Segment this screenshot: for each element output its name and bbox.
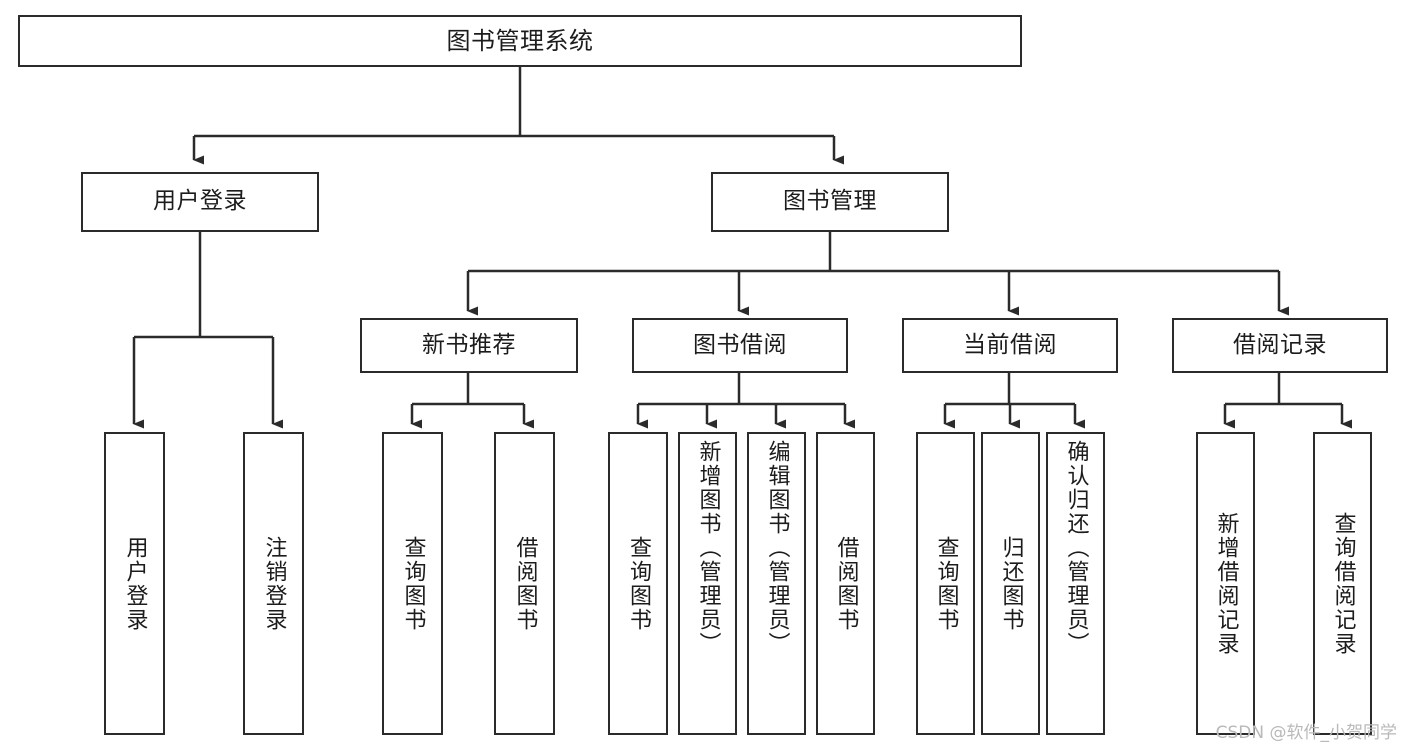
node-label: 查询图书 [626, 535, 651, 632]
node-label: 新增图书（管理员） [695, 440, 721, 656]
node-leaf-query-book-1[interactable]: 查询图书 [382, 432, 443, 735]
node-leaf-query-book-2[interactable]: 查询图书 [608, 432, 668, 735]
node-leaf-add-borrow-record[interactable]: 新增借阅记录 [1196, 432, 1255, 735]
node-leaf-user-login[interactable]: 用户登录 [104, 432, 165, 735]
node-leaf-confirm-return[interactable]: 确认归还（管理员） [1046, 432, 1105, 735]
node-label: 用户登录 [122, 535, 148, 632]
node-label: 用户登录 [153, 188, 247, 215]
node-user-login[interactable]: 用户登录 [81, 172, 319, 232]
node-label: 借阅图书 [512, 535, 538, 632]
node-borrow-record[interactable]: 借阅记录 [1172, 318, 1388, 373]
node-label: 编辑图书（管理员） [764, 440, 790, 656]
node-leaf-add-book[interactable]: 新增图书（管理员） [678, 432, 737, 735]
node-label: 图书管理系统 [446, 26, 594, 55]
node-leaf-return-book[interactable]: 归还图书 [981, 432, 1040, 735]
node-current-borrow[interactable]: 当前借阅 [902, 318, 1118, 373]
node-book-management[interactable]: 图书管理 [711, 172, 949, 232]
node-leaf-query-book-3[interactable]: 查询图书 [916, 432, 975, 735]
node-label: 图书管理 [783, 188, 877, 215]
node-new-book-recommend[interactable]: 新书推荐 [360, 318, 578, 373]
node-leaf-query-borrow-record[interactable]: 查询借阅记录 [1313, 432, 1372, 735]
node-label: 查询借阅记录 [1330, 511, 1356, 656]
node-leaf-borrow-book-2[interactable]: 借阅图书 [816, 432, 875, 735]
node-label: 归还图书 [998, 535, 1024, 632]
node-label: 借阅记录 [1233, 331, 1327, 358]
node-book-borrow[interactable]: 图书借阅 [632, 318, 848, 373]
node-label: 确认归还（管理员） [1063, 440, 1089, 656]
node-leaf-edit-book[interactable]: 编辑图书（管理员） [747, 432, 806, 735]
node-label: 查询图书 [400, 535, 426, 632]
node-leaf-borrow-book-1[interactable]: 借阅图书 [494, 432, 555, 735]
node-root-book-management-system[interactable]: 图书管理系统 [18, 15, 1022, 67]
node-label: 注销登录 [261, 535, 287, 632]
node-label: 当前借阅 [963, 331, 1057, 358]
node-label: 新书推荐 [422, 331, 516, 358]
csdn-watermark: CSDN @软件_小贺同学 [1215, 723, 1397, 743]
node-label: 借阅图书 [833, 535, 859, 632]
node-label: 图书借阅 [693, 331, 787, 358]
node-label: 查询图书 [933, 535, 959, 632]
node-label: 新增借阅记录 [1213, 511, 1239, 656]
node-leaf-logout-login[interactable]: 注销登录 [243, 432, 304, 735]
